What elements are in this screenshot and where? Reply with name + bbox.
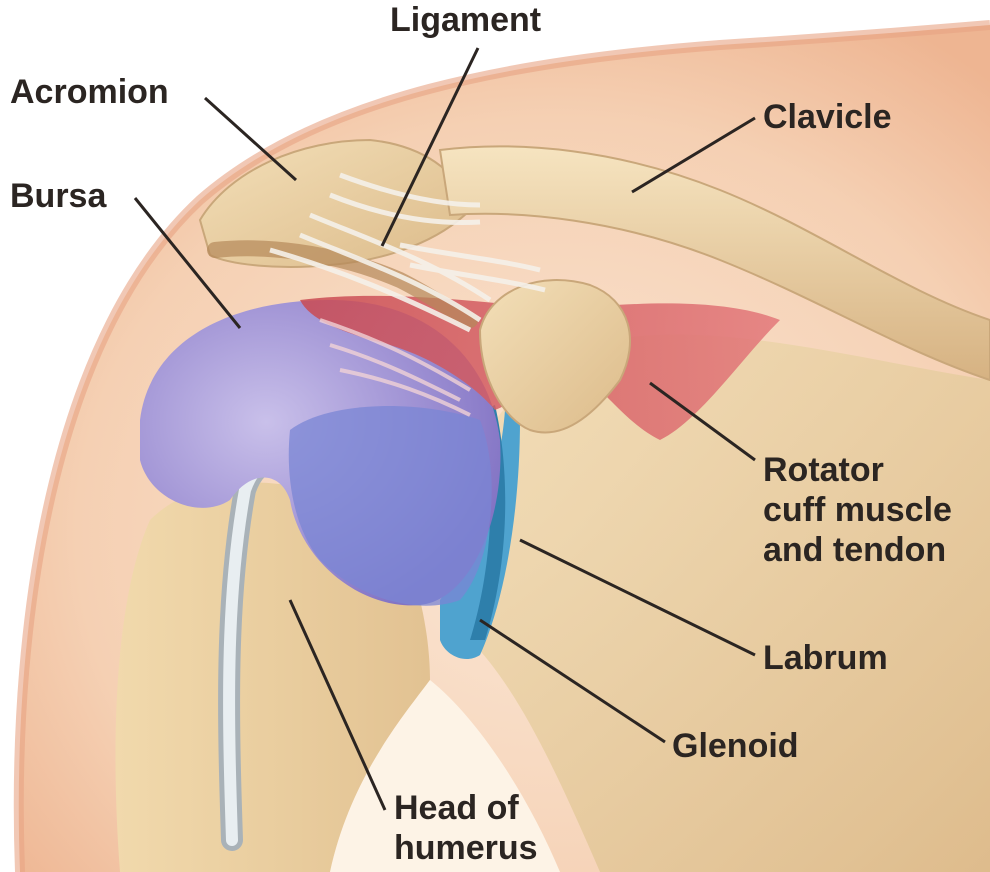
label-acromion: Acromion [10, 72, 169, 112]
label-glenoid: Glenoid [672, 726, 799, 766]
label-bursa: Bursa [10, 176, 106, 216]
label-head-of-humerus: Head of humerus [394, 788, 538, 868]
label-clavicle: Clavicle [763, 97, 892, 137]
label-labrum: Labrum [763, 638, 888, 678]
label-rotator-cuff: Rotator cuff muscle and tendon [763, 450, 952, 570]
label-ligament: Ligament [390, 0, 541, 40]
